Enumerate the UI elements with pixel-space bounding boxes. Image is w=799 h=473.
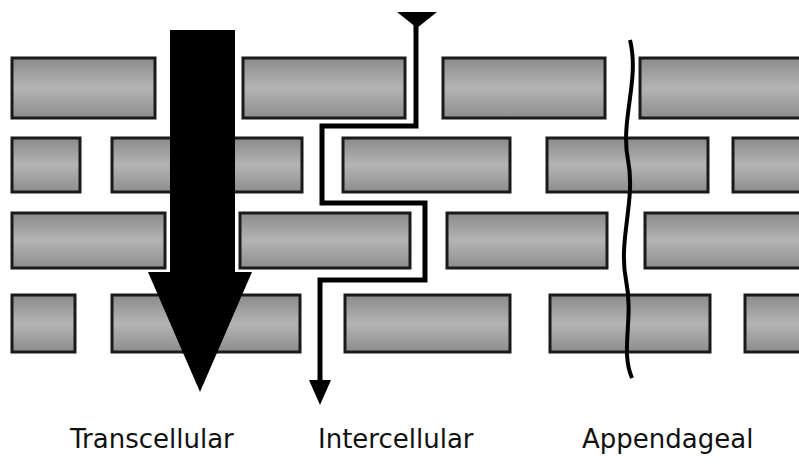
appendageal-path	[624, 40, 633, 378]
route-label: Intercellular	[318, 425, 474, 454]
route-label: Appendageal	[582, 425, 753, 454]
transcellular-arrow	[148, 30, 252, 392]
route-label: Transcellular	[70, 425, 234, 454]
intercellular-path	[309, 12, 437, 405]
